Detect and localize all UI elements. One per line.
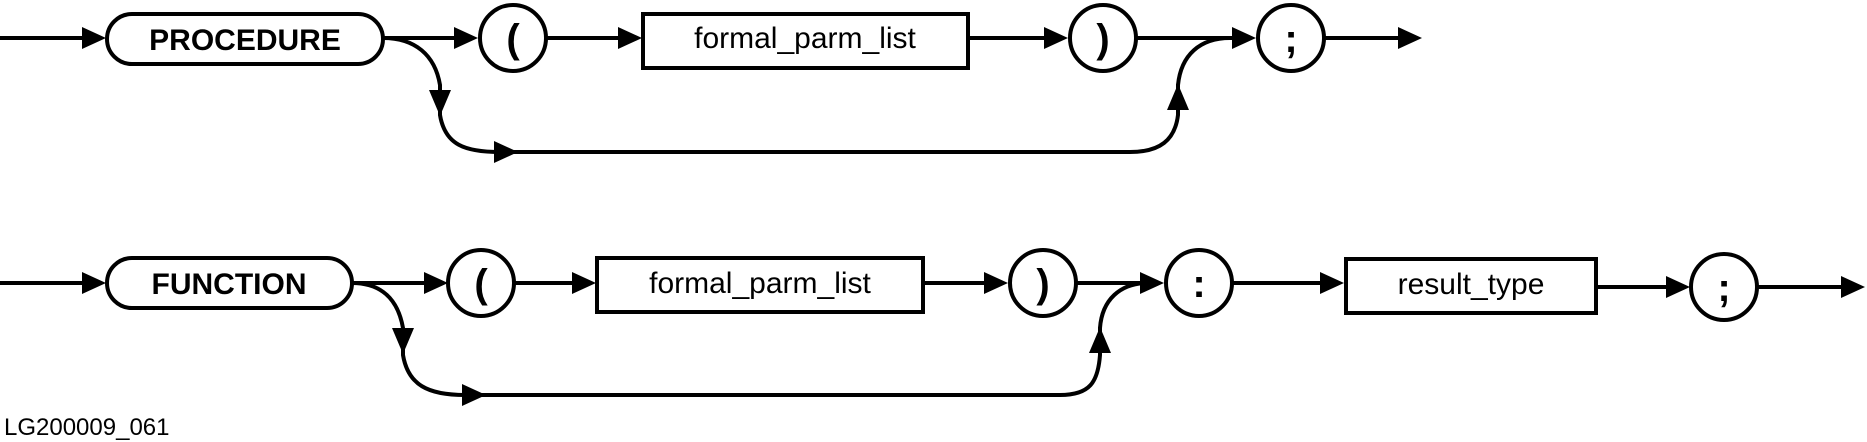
proc-bypass-down-arrow — [429, 90, 451, 116]
procedure-syntax-row: PROCEDURE ( formal_parm_list ) ; — [0, 3, 1422, 163]
proc-arrow-to-semicolon — [1232, 27, 1256, 49]
func-param-text: formal_parm_list — [649, 267, 871, 300]
func-colon-text: : — [1192, 262, 1205, 306]
func-bypass-right-arrow — [462, 384, 486, 406]
proc-arrow-to-param — [618, 27, 642, 49]
func-param-node — [595, 256, 925, 314]
func-arrow-to-semicolon — [1666, 276, 1690, 298]
proc-exit-arrow — [1398, 27, 1422, 49]
func-open-paren-text: ( — [474, 262, 488, 306]
func-semicolon-text: ; — [1717, 266, 1730, 310]
proc-close-paren-text: ) — [1096, 17, 1109, 61]
proc-arrow-to-close — [1044, 27, 1068, 49]
proc-rejoin-curve — [1176, 36, 1232, 87]
func-arrow-to-result — [1320, 272, 1344, 294]
func-arrow-to-param — [572, 272, 596, 294]
proc-arrow-to-open — [454, 27, 478, 49]
proc-bypass-up-arrow — [1167, 84, 1189, 110]
func-arrow-to-open — [424, 272, 448, 294]
func-close-paren-text: ) — [1036, 262, 1049, 306]
proc-param-text: formal_parm_list — [694, 22, 916, 55]
func-bypass-path — [350, 281, 1102, 397]
proc-entry-arrow — [82, 27, 106, 49]
func-entry-arrow — [82, 272, 106, 294]
function-keyword-text: FUNCTION — [152, 268, 307, 301]
proc-param-node — [641, 12, 970, 70]
proc-bypass-path — [381, 36, 1180, 154]
procedure-keyword-text: PROCEDURE — [149, 24, 341, 57]
function-syntax-row: FUNCTION ( formal_parm_list ) : result_t… — [0, 248, 1865, 406]
func-exit-arrow — [1841, 276, 1865, 298]
proc-open-paren-text: ( — [506, 17, 520, 61]
func-arrow-to-colon — [1140, 272, 1164, 294]
func-bypass-down-arrow — [392, 328, 414, 354]
func-bypass-up-arrow — [1089, 327, 1111, 353]
figure-id-label: LG200009_061 — [4, 414, 170, 441]
func-arrow-to-close — [984, 272, 1008, 294]
proc-bypass-right-arrow — [494, 141, 518, 163]
func-rejoin-curve — [1098, 281, 1150, 330]
func-result-text: result_type — [1398, 268, 1545, 301]
proc-semicolon-text: ; — [1284, 17, 1297, 61]
func-result-node — [1344, 257, 1598, 315]
